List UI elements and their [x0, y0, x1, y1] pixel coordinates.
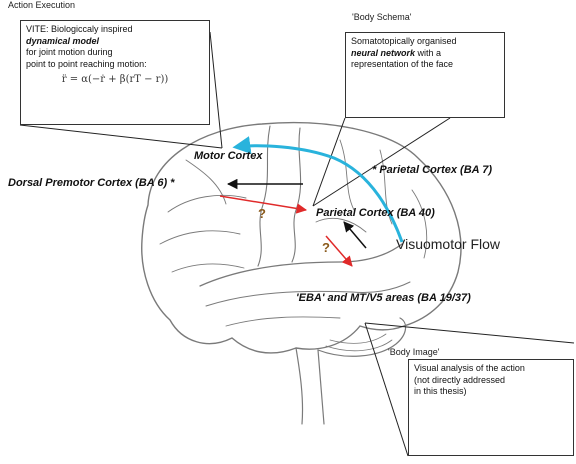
body-schema-box: Somatotopically organised neural network…: [345, 32, 505, 118]
vite-line-2: dynamical model: [26, 35, 100, 46]
vite-line-4: point to point reaching motion:: [26, 58, 147, 69]
dorsal-premotor-label: Dorsal Premotor Cortex (BA 6) *: [8, 177, 175, 189]
question-mark-2: ?: [322, 240, 330, 255]
brain-illustration: [141, 121, 462, 425]
question-mark-1: ?: [258, 206, 266, 221]
motor-cortex-label: Motor Cortex: [194, 150, 263, 162]
schema-line-3: representation of the face: [351, 59, 454, 69]
body-image-box: Visual analysis of the action (not direc…: [408, 359, 574, 456]
vite-line-3: for joint motion during: [26, 47, 113, 57]
callout-lines: [19, 31, 575, 457]
visuomotor-flow-label: Visuomotor Flow: [396, 236, 501, 252]
vite-equation: r̈ = α(−ṙ + β(rT − r)): [61, 74, 169, 85]
brain-outline: [141, 121, 462, 354]
body-image-caption: 'Body Image': [388, 347, 440, 357]
parietal-40-label: Parietal Cortex (BA 40): [316, 207, 435, 219]
arrow-to-parietal-40: [219, 195, 308, 214]
action-execution-caption: Action Execution: [8, 0, 76, 10]
body-schema-caption: 'Body Schema': [352, 12, 412, 22]
image-line-3: in this thesis): [414, 386, 467, 396]
arrow-parietal-up: [343, 221, 367, 249]
vite-line-1: VITE: Biologiccaly inspired: [26, 24, 133, 34]
schema-em: neural network: [351, 47, 416, 58]
visuomotor-flow-arrow: [232, 136, 404, 243]
schema-line-2-rest: with a: [415, 47, 442, 58]
arrow-to-eba: [325, 235, 353, 267]
schema-line-2: neural network with a: [351, 48, 499, 60]
cerebellum: [317, 317, 407, 357]
vite-model-box: VITE: Biologiccaly inspired dynamical mo…: [20, 20, 210, 125]
schema-line-1: Somatotopically organised: [351, 36, 457, 46]
image-line-1: Visual analysis of the action: [414, 363, 525, 373]
eba-label: 'EBA' and MT/V5 areas (BA 19/37): [296, 292, 471, 304]
parietal-7-label: * Parietal Cortex (BA 7): [372, 164, 493, 176]
image-line-2: (not directly addressed: [414, 374, 506, 385]
brainstem: [295, 347, 325, 425]
